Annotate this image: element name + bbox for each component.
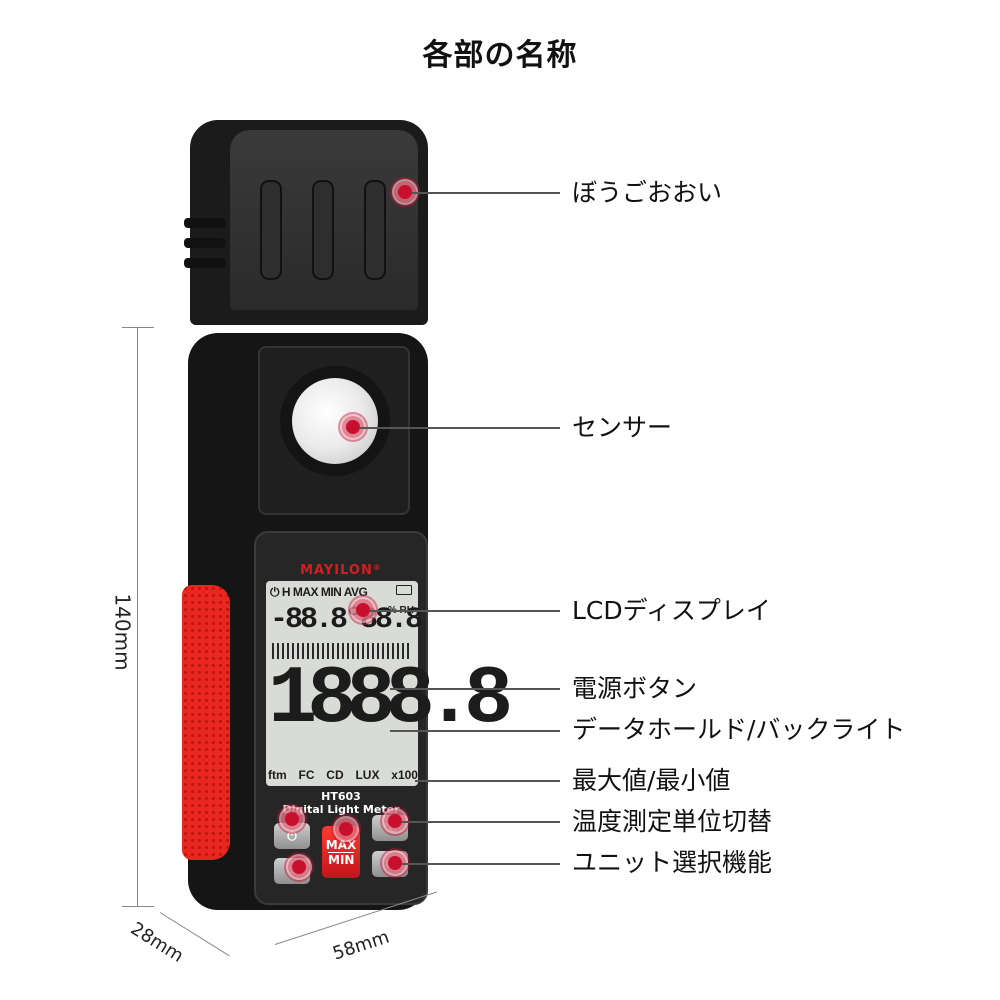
unit-cd: CD (326, 768, 344, 782)
callout-dot-unit (388, 856, 402, 870)
callout-dot-power (285, 812, 299, 826)
battery-icon (396, 585, 412, 595)
cover-slot (260, 180, 282, 280)
lcd-main-readout: 1888.8 (268, 653, 513, 746)
dimension-tick-top (122, 327, 154, 328)
label-sensor: センサー (572, 413, 673, 442)
leader-line (390, 688, 560, 690)
callout-dot-sensor (346, 420, 360, 434)
unit-x100: x100 (391, 768, 418, 782)
model-label: HT603 Digital Light Meter (256, 790, 426, 816)
sensor-plate (258, 346, 410, 515)
side-grip (182, 585, 230, 860)
leader-line (415, 780, 560, 782)
leader-line (370, 610, 560, 612)
lcd-units: ftm FC CD LUX x100 (268, 768, 418, 782)
power-button[interactable]: ⏻ (274, 823, 310, 849)
unit-ftm: ftm (268, 768, 287, 782)
light-sensor-dome (292, 378, 378, 464)
leader-line (402, 821, 560, 823)
brand-mark: ® (372, 563, 382, 572)
model-name: Digital Light Meter (282, 802, 400, 816)
callout-dot-hold (292, 860, 306, 874)
light-meter-body: MAYILON® ⏻ H MAX MIN AVG -88.8°88.8 % RH… (182, 333, 513, 910)
callout-dot-lcd (356, 603, 370, 617)
label-power: 電源ボタン (572, 674, 698, 703)
callout-dot-cover (398, 185, 412, 199)
cover-rib (184, 218, 226, 228)
cover-slot (312, 180, 334, 280)
model-number: HT603 (321, 790, 361, 803)
callout-dot-maxmin (339, 822, 353, 836)
protective-cover (184, 120, 428, 325)
lcd-bargraph (272, 643, 412, 659)
power-icon: ⏻ (287, 829, 297, 843)
dimension-height: 140mm (110, 593, 135, 671)
dimension-line-height (137, 327, 138, 907)
cover-face (230, 130, 418, 310)
brand-name: MAYILON (300, 563, 373, 578)
unit-lux: LUX (355, 768, 380, 782)
backlight-icon: ☼ (286, 864, 298, 878)
unit-fc: FC (298, 768, 315, 782)
dimension-depth: 28mm (126, 918, 188, 967)
leader-line (412, 192, 560, 194)
max-label: MAX (325, 837, 357, 852)
label-unit-select: ユニット選択機能 (572, 848, 773, 877)
front-panel: MAYILON® ⏻ H MAX MIN AVG -88.8°88.8 % RH… (254, 531, 513, 905)
label-maxmin: 最大値/最小値 (572, 766, 731, 795)
label-cover: ぼうごおおい (572, 178, 723, 207)
dimension-tick-bottom (122, 906, 154, 907)
leader-line (360, 427, 560, 429)
brand-logo: MAYILON® (256, 563, 426, 578)
label-hold: データホールド/バックライト (572, 715, 906, 744)
leader-line (390, 730, 560, 732)
lcd-display: ⏻ H MAX MIN AVG -88.8°88.8 % RH 1888.8 f… (266, 581, 513, 786)
cover-rib (184, 258, 226, 268)
label-temp-unit: 温度測定単位切替 (572, 807, 773, 836)
temp-unit-button[interactable]: ℃ (372, 815, 408, 841)
dimension-width: 58mm (330, 926, 392, 965)
min-label: MIN (328, 851, 355, 867)
cover-slot (364, 180, 386, 280)
leader-line (402, 863, 560, 865)
page-title: 各部の名称 (422, 38, 578, 73)
cover-rib (184, 238, 226, 248)
lcd-indicators: ⏻ H MAX MIN AVG (270, 585, 368, 599)
lcd-secondary-readout: -88.8°88.8 (270, 603, 423, 637)
sensor-ring (280, 366, 390, 476)
callout-dot-temp (388, 814, 402, 828)
label-lcd: LCDディスプレイ (572, 596, 771, 625)
